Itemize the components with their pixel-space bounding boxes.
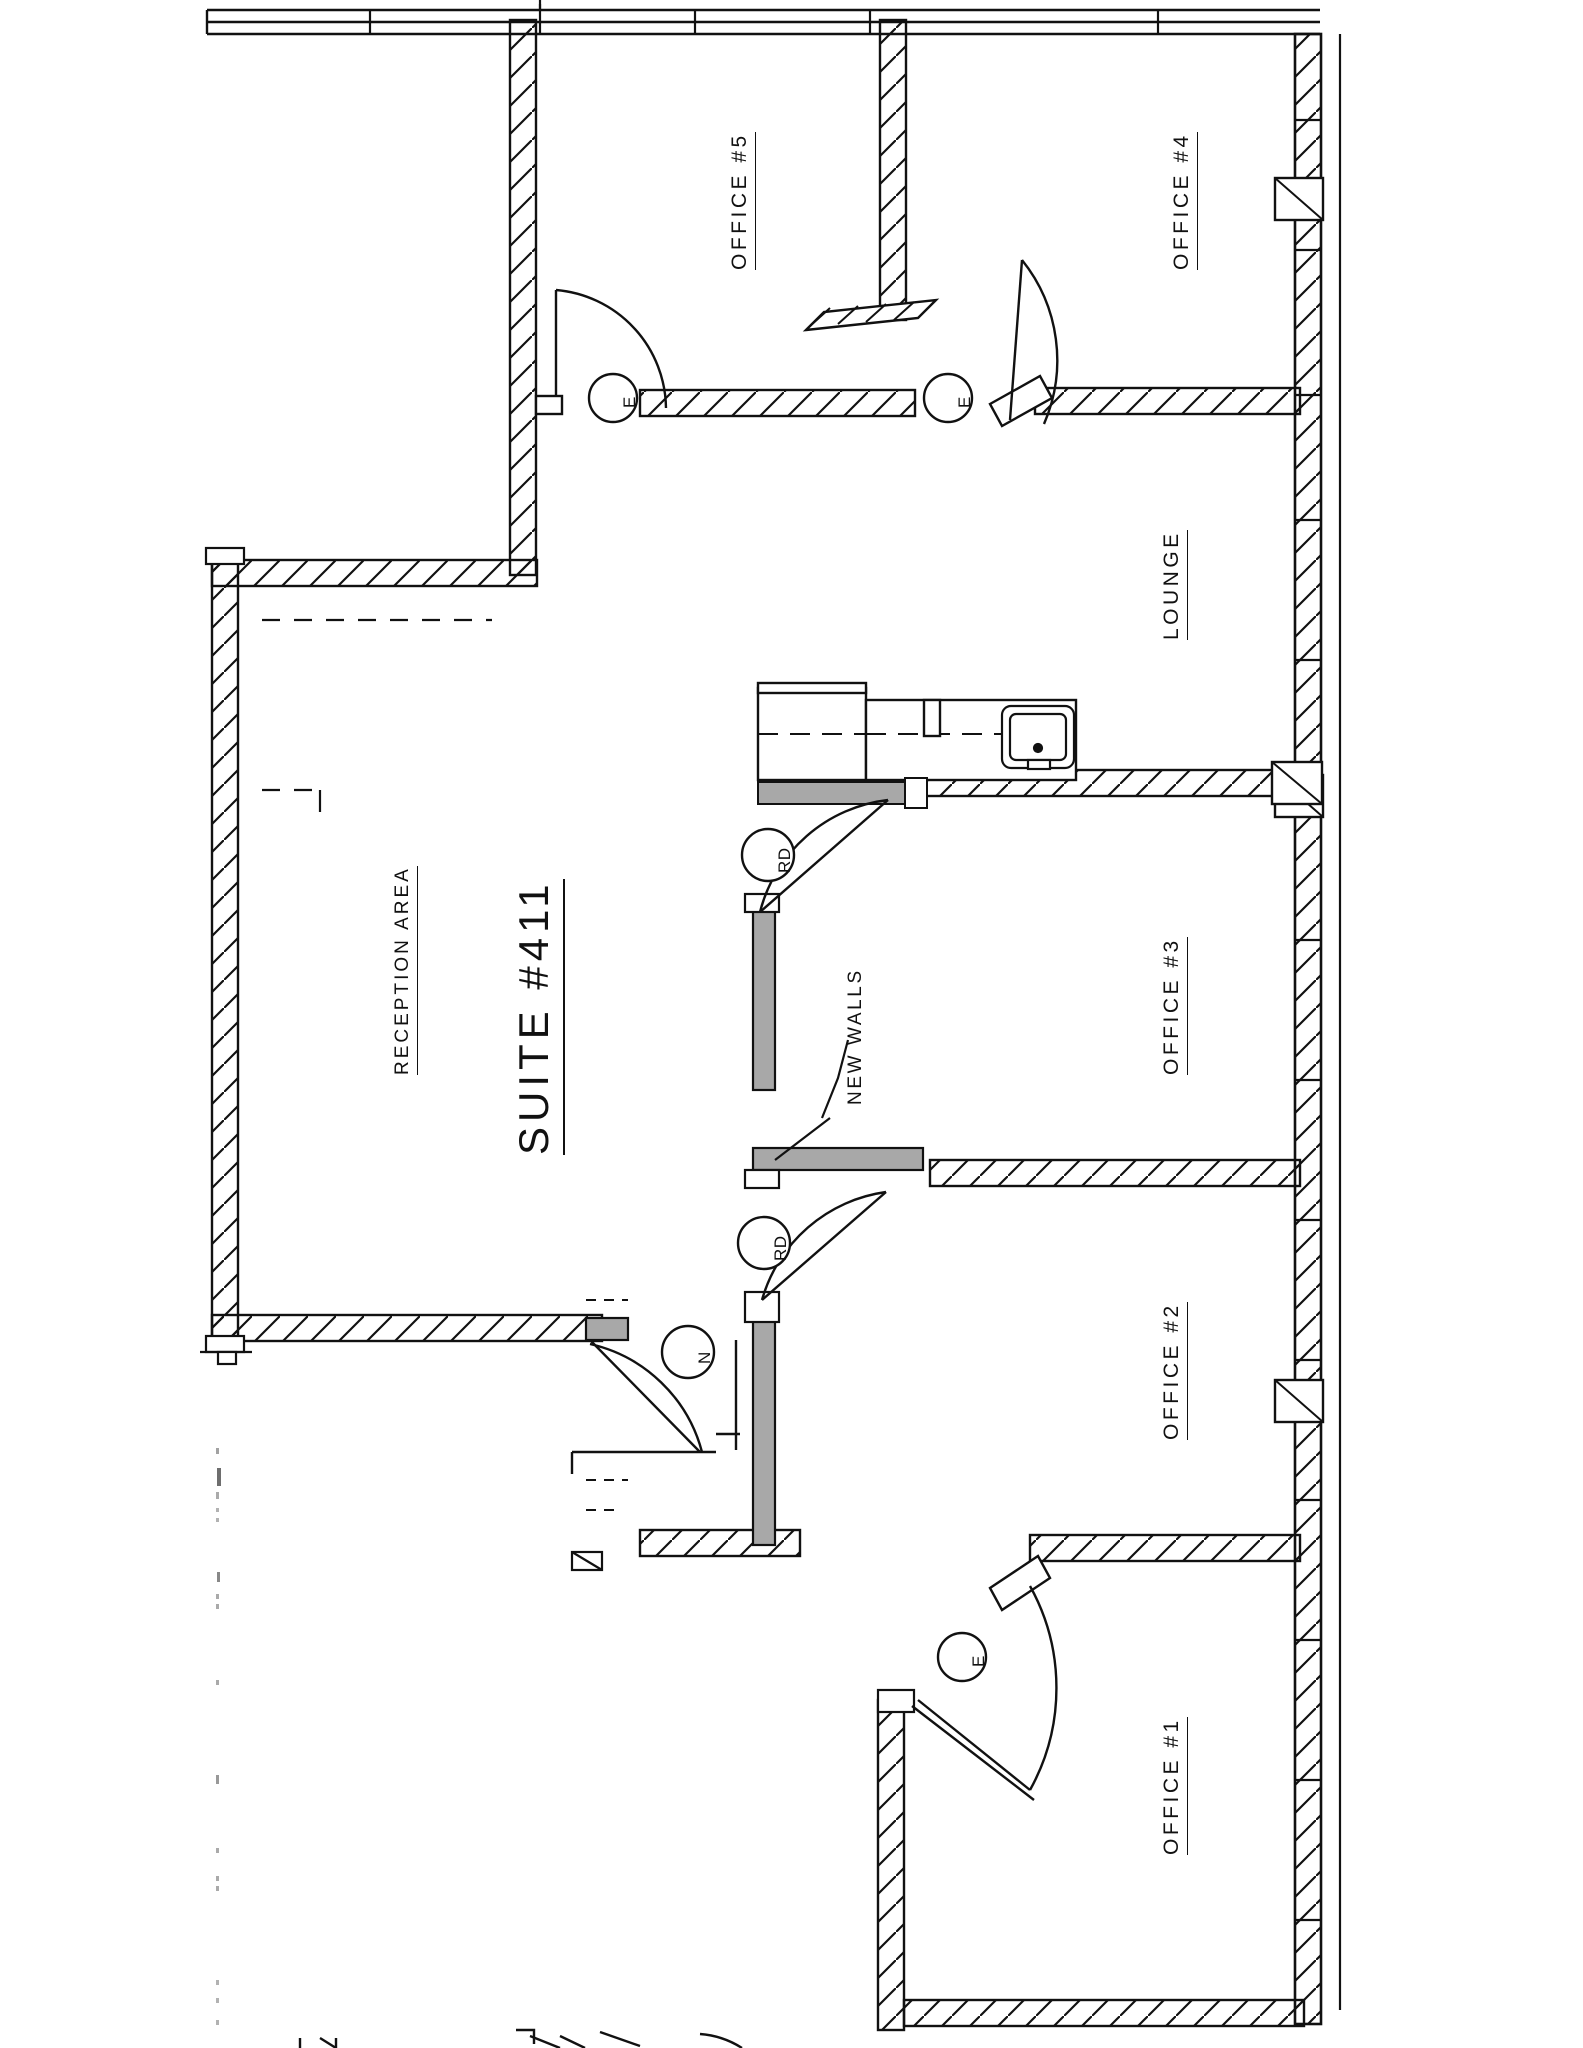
- room-label-office3: OFFICE #3: [1160, 937, 1188, 1075]
- east-exterior-wall: [1293, 32, 1323, 2026]
- new-wall-a: [751, 908, 777, 1092]
- top-outer-wall: [205, 8, 1320, 36]
- door-marker-n-reception: [660, 1324, 716, 1380]
- door-marker-circles: [587, 372, 988, 1683]
- new-wall-d: [584, 1316, 630, 1342]
- wall-angled-office4: [988, 374, 1054, 428]
- wall-office5-south: [638, 388, 917, 418]
- wall-office1-west: [876, 1698, 906, 2032]
- wall-office1-jamb: [876, 1688, 916, 1714]
- door-marker-label-rd-office3: RD: [771, 1235, 790, 1261]
- door-marker-label-e-office1: E: [969, 1655, 988, 1667]
- door-marker-label-e-office4: E: [955, 396, 974, 408]
- sheet-registration-marks: [216, 1448, 221, 2025]
- room-label-office2: OFFICE #2: [1160, 1302, 1188, 1440]
- wall-office1-bottom: [902, 1998, 1306, 2028]
- reception-door-jamb: [570, 1550, 604, 1572]
- door-marker-e-office1: [936, 1631, 988, 1683]
- room-label-lounge: LOUNGE: [1160, 530, 1188, 640]
- existing-walls: [200, 0, 1342, 2032]
- wall-office3-south: [928, 1158, 1302, 1188]
- room-label-office1: OFFICE #1: [1160, 1717, 1188, 1855]
- door-marker-e-office5: [587, 372, 639, 424]
- wall-reception-south: [210, 1313, 604, 1343]
- door-leaves: [534, 259, 1059, 1801]
- door-marker-e-office4: [922, 372, 974, 424]
- door-marker-label-n-reception: N: [695, 1351, 714, 1364]
- bottom-cutoff-linework: [298, 2028, 743, 2048]
- wall-angled-office1: [988, 1554, 1052, 1612]
- annotation-new-walls: NEW WALLS: [845, 968, 866, 1105]
- new-wall-b: [751, 1146, 925, 1172]
- wall-office5-office4: [878, 18, 908, 322]
- room-label-office5: OFFICE #5: [728, 132, 756, 270]
- kitchen-sink: [1000, 704, 1076, 771]
- wall-office5-reception: [508, 18, 538, 577]
- wall-reception-north: [210, 558, 539, 588]
- new-wall-kitchen-cap: [904, 777, 928, 809]
- new-wall-c: [751, 1318, 777, 1547]
- door-marker-label-e-office5: E: [620, 396, 639, 408]
- wall-angled-office5: [802, 298, 940, 332]
- wall-reception-west: [210, 558, 240, 1342]
- new-wall-kitchen-stub: [757, 781, 925, 805]
- wall-office4-south: [1033, 386, 1302, 416]
- door-marker-label-rd-lounge: RD: [775, 847, 794, 873]
- new-wall-cap-2: [743, 1168, 781, 1190]
- room-label-office4: OFFICE #4: [1170, 132, 1198, 270]
- room-label-reception: RECEPTION AREA: [392, 866, 418, 1075]
- dashed-ceiling-lines: [262, 618, 492, 792]
- door-marker-rd-lounge: [740, 827, 796, 883]
- reception-door-dashes: [586, 1299, 628, 1511]
- suite-title: SUITE #411: [510, 879, 565, 1155]
- top-wall-ticks: [368, 0, 1160, 34]
- east-wall-windows: [1273, 176, 1325, 1424]
- door-marker-rd-office3: [736, 1215, 792, 1271]
- new-walls-leader: [820, 1039, 850, 1119]
- wall-office1-north: [1028, 1533, 1302, 1563]
- west-wall-endcaps: [200, 546, 252, 1366]
